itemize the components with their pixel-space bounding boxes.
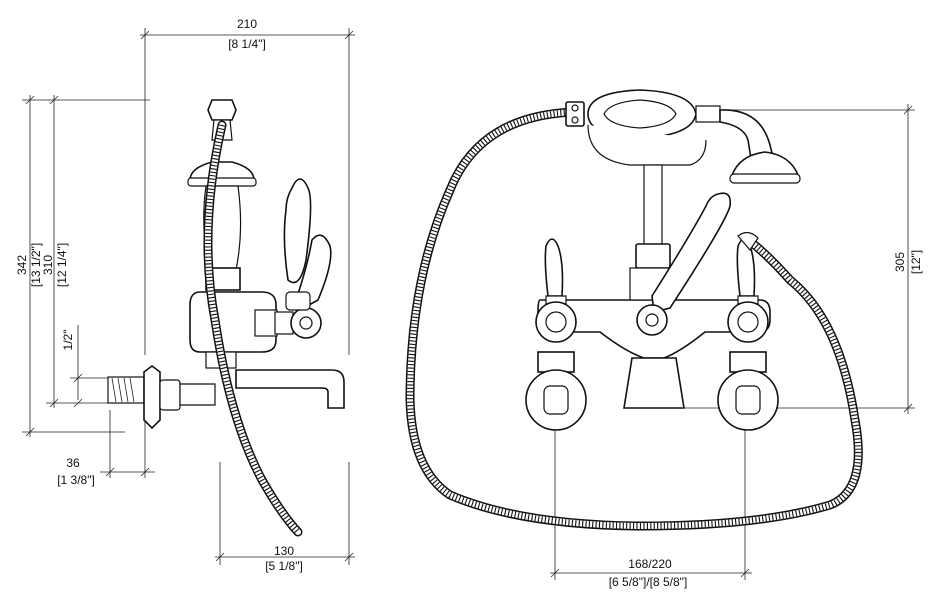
front-hose: [405, 107, 863, 531]
cradle: [587, 124, 707, 269]
hose-swivel-top: [187, 99, 257, 271]
left-valve: [525, 238, 587, 431]
dim-305-mm: 305: [893, 252, 907, 272]
dim-36-mm: 36: [66, 456, 80, 470]
dim-centres-in: [6 5/8"]/[8 5/8"]: [609, 575, 688, 589]
dim-width-210: 210 [8 1/4"]: [140, 17, 355, 355]
dim-spout-130: 130 [5 1/8"]: [215, 462, 355, 573]
dim-130-in: [5 1/8"]: [265, 559, 303, 573]
diverter-lever: [636, 192, 759, 336]
side-lever-handles: [283, 178, 332, 312]
right-valve: [717, 238, 779, 431]
dim-centres: 168/220 [6 5/8"]/[8 5/8"]: [550, 400, 752, 589]
dim-width-in: [8 1/4"]: [228, 37, 266, 51]
front-view: 305 [12"] 168/220 [6 5/8"]/[8 5/8"]: [405, 89, 923, 589]
dim-130-mm: 130: [274, 544, 294, 558]
dim-centres-mm: 168/220: [628, 557, 672, 571]
dim-310-mm: 310: [41, 255, 55, 275]
dim-342-mm: 342: [15, 255, 29, 275]
handset: [565, 89, 801, 184]
side-view: 210 [8 1/4"] 342 [13 1/2"] 310 [12 1/4"]: [15, 17, 355, 573]
dim-height-305: 305 [12"]: [680, 104, 923, 414]
dim-342-in: [13 1/2"]: [29, 243, 43, 287]
dim-height-342-310: 342 [13 1/2"] 310 [12 1/4"]: [15, 95, 150, 437]
dim-36-in: [1 3/8"]: [57, 473, 95, 487]
side-hose: [203, 120, 303, 537]
dim-width-mm: 210: [237, 17, 257, 31]
dim-310-in: [12 1/4"]: [55, 243, 69, 287]
dim-wall-offset: 36 [1 3/8"]: [57, 410, 155, 487]
dim-inlet-in: 1/2": [61, 330, 75, 351]
dim-305-in: [12"]: [909, 250, 923, 274]
wall-inlet-fitting: [107, 365, 216, 430]
